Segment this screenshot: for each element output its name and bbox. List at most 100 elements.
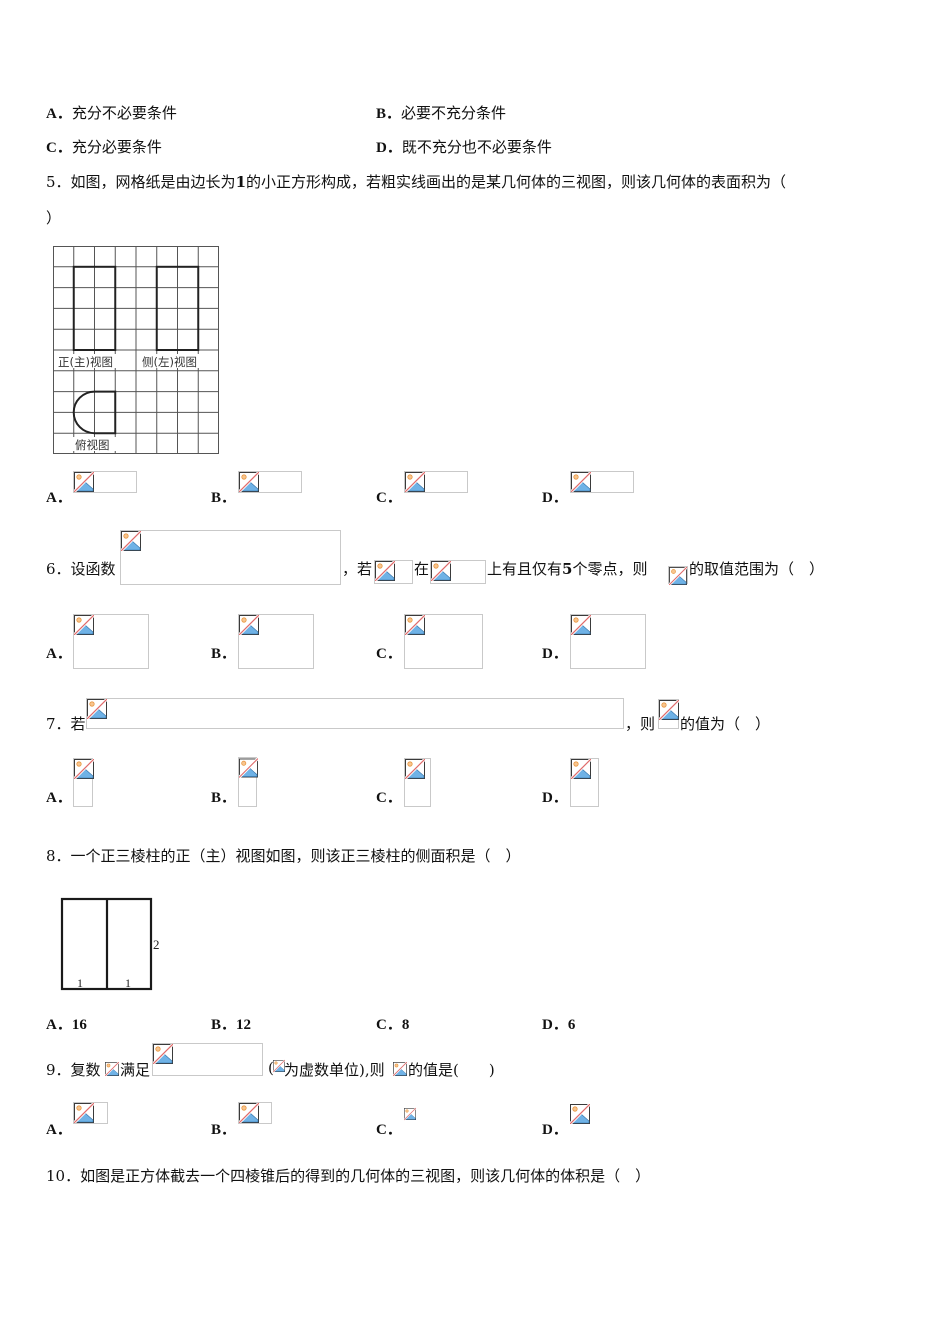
q6-function-image xyxy=(120,530,341,585)
broken-image-icon xyxy=(404,1104,416,1124)
q5-option-b-image xyxy=(238,471,302,493)
broken-image-icon xyxy=(74,1103,94,1123)
q6-option-c-image xyxy=(404,614,483,669)
q9-z-image xyxy=(105,1062,120,1076)
bottom-left-label: 1 xyxy=(77,976,83,990)
q9-option-b-label: B． xyxy=(211,1122,237,1138)
q9-option-b-image xyxy=(238,1102,272,1124)
q6-text-b: ，若 xyxy=(342,560,373,578)
q9-option-a-label: A． xyxy=(46,1122,72,1138)
q7-option-c-image xyxy=(404,758,431,807)
option-text: 必要不充分条件 xyxy=(401,104,507,122)
option-label: D． xyxy=(542,1017,568,1033)
q9-option-c-image xyxy=(404,1104,416,1124)
q6-interval-image xyxy=(430,560,486,584)
question-number: 5． xyxy=(46,173,71,191)
q7-text-b: ，则 xyxy=(625,715,656,733)
q9-option-d-image xyxy=(570,1104,592,1124)
q4-option-b: B．必要不充分条件 xyxy=(376,102,506,123)
q6-option-b-image xyxy=(238,614,314,669)
q6-text-d: 上有且仅有5个零点，则 xyxy=(487,558,647,579)
broken-image-icon xyxy=(571,759,591,779)
broken-image-icon xyxy=(571,615,591,635)
q5-text: 如图，网格纸是由边长为 xyxy=(70,173,236,191)
height-label: 2 xyxy=(153,937,160,952)
q9-text-b: 满足 xyxy=(120,1061,151,1079)
front-view-label: 正(主)视图 xyxy=(58,355,113,369)
broken-image-icon xyxy=(121,531,141,551)
broken-image-icon xyxy=(105,1062,119,1076)
q5-option-d-image xyxy=(570,471,634,493)
q7-text-a: 7．若 xyxy=(46,713,86,734)
q8-stem: 8．一个正三棱柱的正（主）视图如图，则该正三棱柱的侧面积是（ ） xyxy=(46,845,521,866)
question-number: 7． xyxy=(46,715,71,733)
option-label: B． xyxy=(376,106,402,122)
q6-text-f: 的取值范围为（ ） xyxy=(689,560,825,578)
q9-option-a-image xyxy=(73,1102,108,1124)
q6-text-c: 在 xyxy=(414,560,430,578)
q9-option-c-label: C． xyxy=(376,1122,402,1138)
q7-expression-image xyxy=(658,699,679,729)
broken-image-icon xyxy=(239,472,259,492)
q5-option-c-image xyxy=(404,471,468,493)
q6-option-b-label: B． xyxy=(211,646,237,662)
q6-text: 上有且仅有 xyxy=(487,560,563,578)
broken-image-icon xyxy=(431,561,451,581)
broken-image-icon xyxy=(393,1062,407,1076)
q9-text-d: 为虚数单位),则 xyxy=(284,1061,385,1079)
broken-image-icon xyxy=(669,567,687,585)
q6-condition-image xyxy=(374,560,413,584)
option-value: 8 xyxy=(401,1017,410,1033)
bottom-right-label: 1 xyxy=(125,976,131,990)
q5-num: 1 xyxy=(235,173,246,191)
option-label: D． xyxy=(376,140,402,156)
q5-option-b-label: B． xyxy=(211,490,237,506)
q7-option-b-image xyxy=(238,757,257,807)
q7-option-a-label: A． xyxy=(46,790,72,806)
q6-text-a: 6．设函数 xyxy=(46,558,116,579)
q7-option-c-label: C． xyxy=(376,790,402,806)
question-number: 8． xyxy=(46,847,71,865)
prism-front-view-figure: 1 1 2 xyxy=(60,897,160,991)
broken-image-icon xyxy=(405,472,425,492)
side-view-label: 侧(左)视图 xyxy=(142,355,197,369)
q9-text-a: 9．复数 xyxy=(46,1059,101,1080)
q10-stem: 10．如图是正方体截去一个四棱锥后的得到的几何体的三视图，则该几何体的体积是（ … xyxy=(46,1165,650,1186)
question-number: 6． xyxy=(46,560,71,578)
q8-option-b: B．12 xyxy=(211,1013,251,1034)
question-number: 9． xyxy=(46,1061,71,1079)
q7-text: 若 xyxy=(70,715,86,733)
q9-option-d-label: D． xyxy=(542,1122,568,1138)
option-text: 充分必要条件 xyxy=(71,138,162,156)
q8-text: 一个正三棱柱的正（主）视图如图，则该正三棱柱的侧面积是（ ） xyxy=(70,847,521,865)
broken-image-icon xyxy=(659,700,679,720)
q6-omega-image xyxy=(668,566,688,584)
q9-modulus-image xyxy=(393,1062,408,1076)
q5-stem-line1: 5．如图，网格纸是由边长为1的小正方形构成，若粗实线画出的是某几何体的三视图，则… xyxy=(46,171,786,192)
q7-option-d-image xyxy=(570,758,599,807)
q4-option-a: A．充分不必要条件 xyxy=(46,102,177,123)
q8-option-c: C．8 xyxy=(376,1013,409,1034)
q9-text-c: ( xyxy=(268,1059,274,1077)
question-number: 10． xyxy=(46,1167,81,1185)
q8-option-a: A．16 xyxy=(46,1013,87,1034)
option-label: A． xyxy=(46,106,72,122)
three-view-grid-figure: 正(主)视图 侧(左)视图 俯视图 xyxy=(53,246,219,454)
option-label: B． xyxy=(211,1017,237,1033)
q9-text-e: 的值是( ) xyxy=(408,1061,495,1079)
broken-image-icon xyxy=(87,699,107,719)
q7-option-a-image xyxy=(73,758,93,807)
q10-text: 如图是正方体截去一个四棱锥后的得到的几何体的三视图，则该几何体的体积是（ ） xyxy=(80,1167,651,1185)
q7-option-b-label: B． xyxy=(211,790,237,806)
broken-image-icon xyxy=(239,615,259,635)
option-text: 充分不必要条件 xyxy=(71,104,177,122)
q7-option-d-label: D． xyxy=(542,790,568,806)
q6-option-c-label: C． xyxy=(376,646,402,662)
option-label: C． xyxy=(376,1017,402,1033)
broken-image-icon xyxy=(405,759,425,779)
q6-text: 个零点，则 xyxy=(572,560,648,578)
q4-option-c: C．充分必要条件 xyxy=(46,136,162,157)
q4-option-d: D．既不充分也不必要条件 xyxy=(376,136,552,157)
broken-image-icon xyxy=(74,615,94,635)
q6-num: 5 xyxy=(562,560,573,578)
